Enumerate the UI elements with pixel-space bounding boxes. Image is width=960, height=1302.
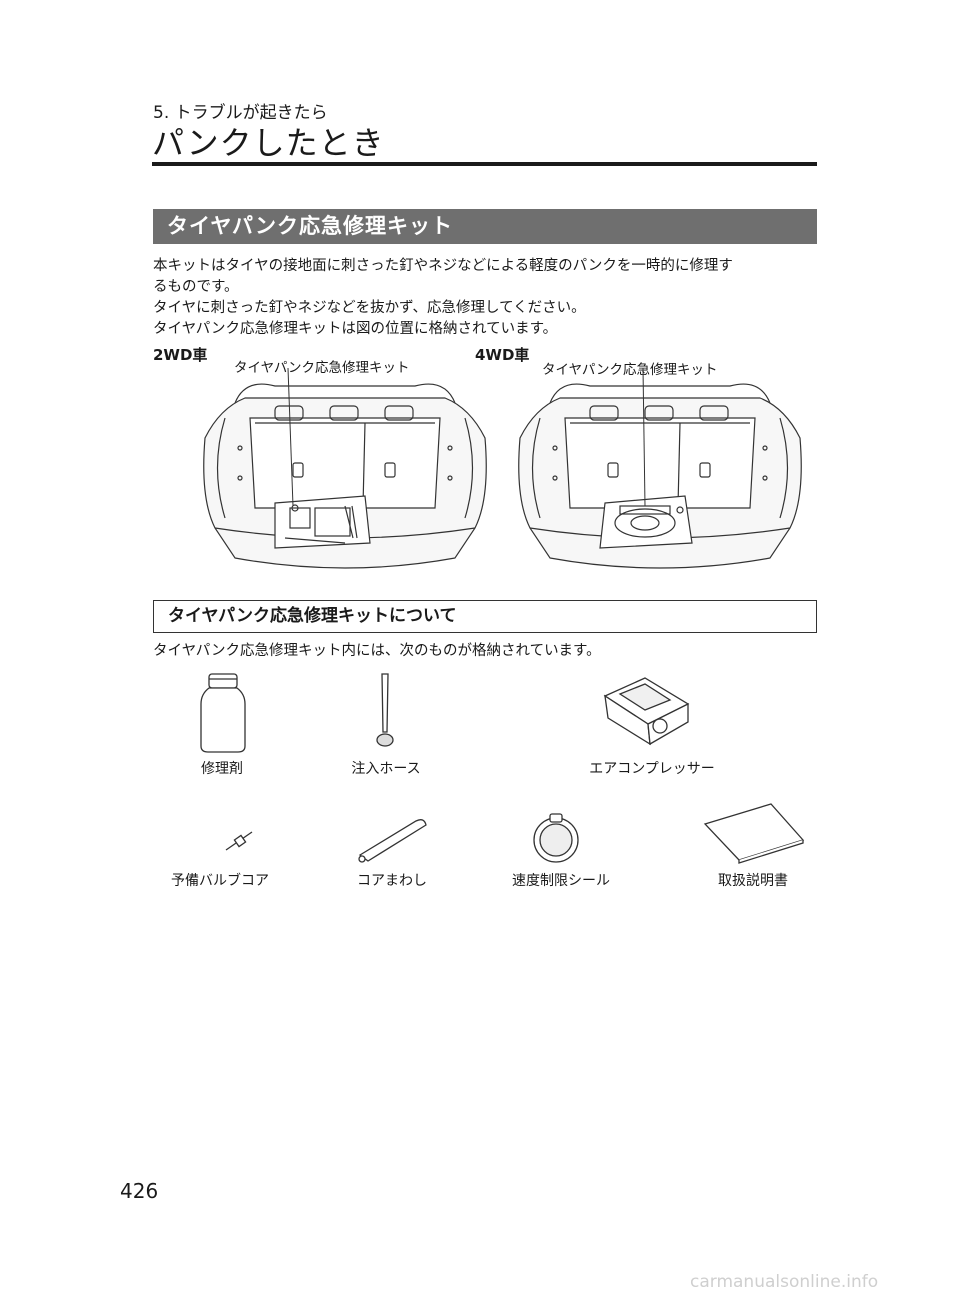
- page-title: パンクしたとき: [152, 124, 385, 162]
- owners-manual-icon: [703, 803, 805, 864]
- paragraph-line: タイヤパンク応急修理キットは図の位置に格納されています。: [153, 321, 558, 337]
- figure-4wd-label: 4WD車: [475, 346, 530, 364]
- item-label-air-compressor: エアコンプレッサー: [589, 761, 715, 777]
- title-divider: [152, 162, 817, 166]
- item-label-speed-limit-sticker: 速度制限シール: [512, 873, 610, 889]
- sealant-bottle-icon: [200, 673, 246, 753]
- figure-2wd-callout: タイヤパンク応急修理キット: [234, 360, 410, 376]
- item-label-spare-valve-core: 予備バルブコア: [171, 873, 269, 889]
- item-label-owners-manual: 取扱説明書: [718, 873, 788, 889]
- item-label-injection-hose: 注入ホース: [351, 761, 421, 777]
- spare-valve-core-icon: [225, 831, 253, 851]
- item-label-sealant: 修理剤: [201, 761, 243, 777]
- figure-4wd-callout: タイヤパンク応急修理キット: [542, 362, 718, 378]
- watermark: carmanualsonline.info: [690, 1272, 879, 1292]
- paragraph-line: 本キットはタイヤの接地面に刺さった釘やネジなどによる軽度のパンクを一時的に修理す: [153, 258, 733, 274]
- chapter-label: 5. トラブルが起きたら: [153, 103, 328, 123]
- section-heading-kit-contents: タイヤパンク応急修理キットについて: [153, 600, 817, 633]
- contents-intro: タイヤパンク応急修理キット内には、次のものが格納されています。: [153, 643, 601, 659]
- paragraph-line: タイヤに刺さった釘やネジなどを抜かず、応急修理してください。: [153, 300, 586, 316]
- item-label-core-wrench: コアまわし: [357, 873, 427, 889]
- speed-limit-sticker-icon: [533, 813, 579, 863]
- car-rear-2wd-illustration: [203, 367, 487, 569]
- injection-hose-icon: [376, 673, 394, 747]
- section-heading-repair-kit: タイヤパンク応急修理キット: [153, 209, 817, 244]
- core-wrench-icon: [358, 819, 427, 863]
- paragraph-line: るものです。: [153, 279, 239, 295]
- page-number: 426: [120, 1179, 159, 1203]
- figure-2wd-label: 2WD車: [153, 346, 208, 364]
- air-compressor-icon: [603, 677, 690, 746]
- car-rear-4wd-illustration: [518, 367, 802, 569]
